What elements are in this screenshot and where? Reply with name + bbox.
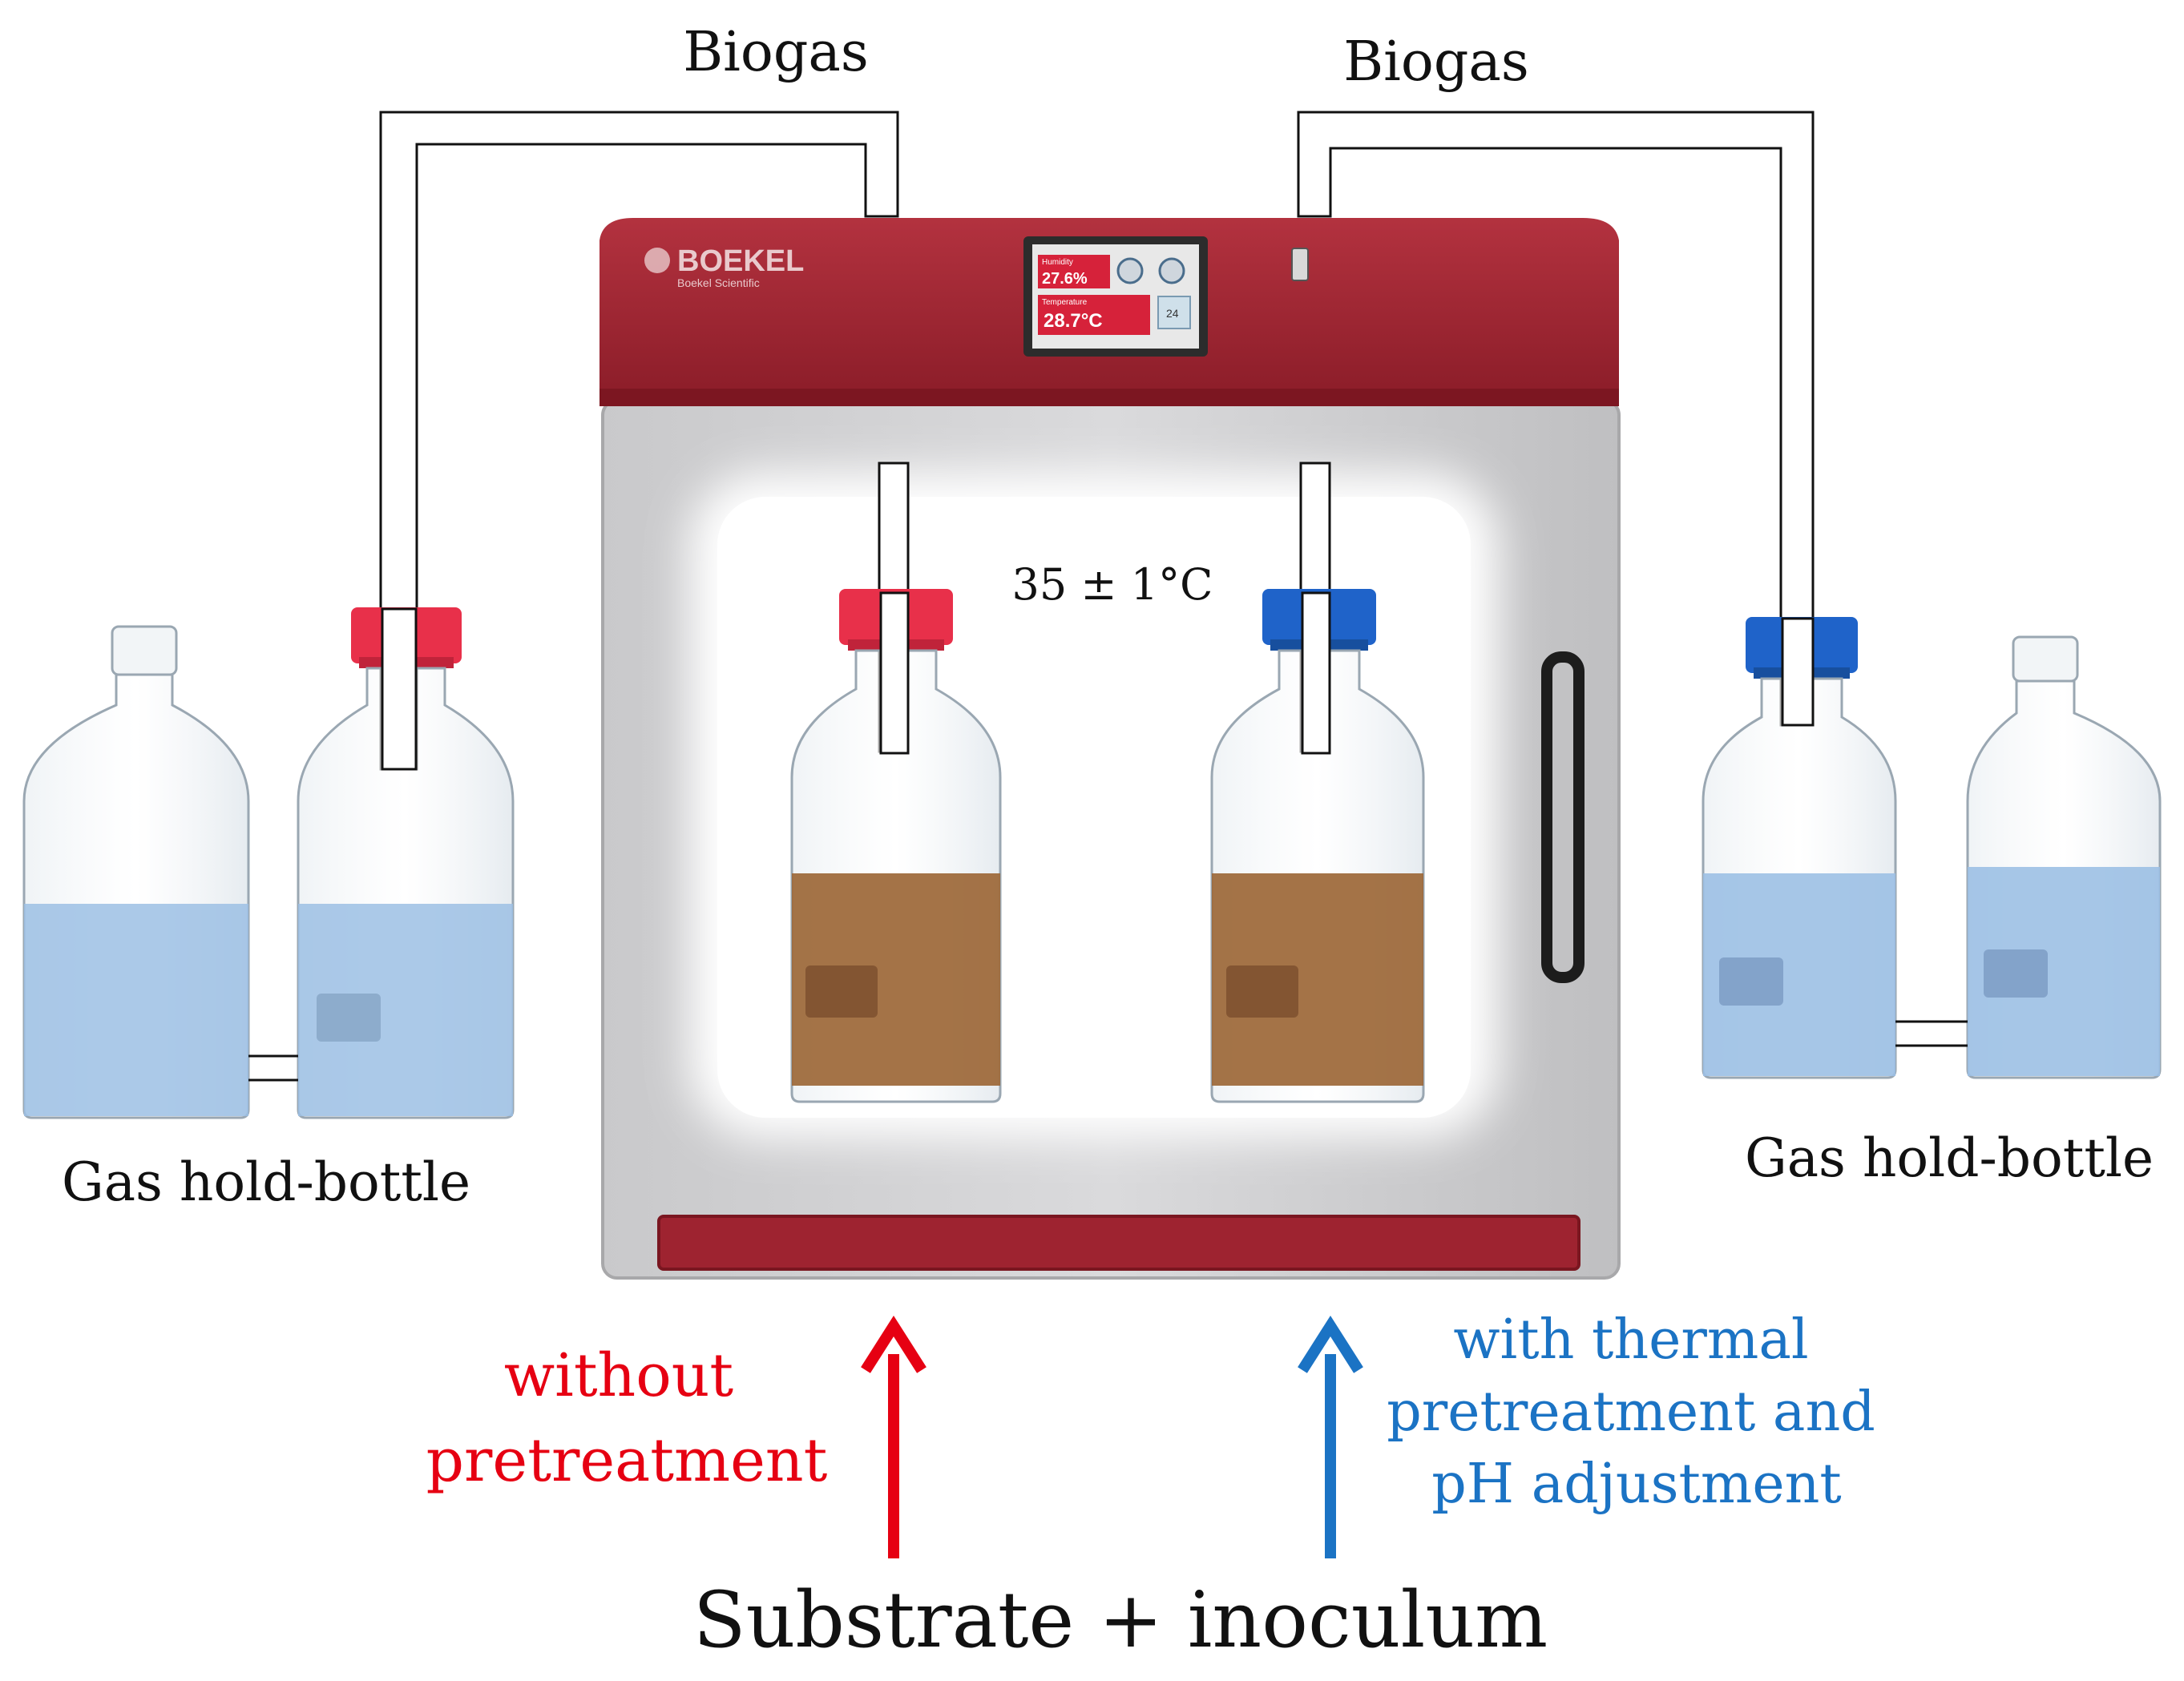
boekel-logo: BOEKEL Boekel Scientific bbox=[644, 244, 804, 289]
display-button-value: 24 bbox=[1166, 307, 1179, 320]
without-label-line2: pretreatment bbox=[426, 1426, 828, 1495]
with-label-line3: pH adjustment bbox=[1431, 1453, 1841, 1516]
display-settings-icon[interactable] bbox=[1116, 257, 1144, 284]
gas-hold-bottle-left bbox=[297, 607, 515, 1119]
reactor-bottle-with-pretreatment bbox=[1210, 589, 1425, 1103]
biogas-label-left: Biogas bbox=[683, 21, 869, 84]
connector-left bbox=[248, 1054, 298, 1082]
display-power-icon[interactable] bbox=[1158, 257, 1185, 284]
usb-port-icon bbox=[1291, 248, 1309, 281]
gas-hold-bottle-right-open bbox=[1966, 635, 2162, 1079]
biogas-label-right: Biogas bbox=[1343, 30, 1529, 94]
display-temperature-label: Temperature bbox=[1042, 298, 1088, 307]
incubator-display[interactable]: Humidity 27.6% Temperature 28.7°C 24 bbox=[1023, 236, 1208, 357]
arrow-red-up bbox=[861, 1315, 926, 1558]
with-label-line1: with thermal bbox=[1453, 1308, 1808, 1372]
arrow-blue-up bbox=[1298, 1315, 1363, 1558]
biogas-tube-left bbox=[379, 111, 899, 771]
brand-subtitle: Boekel Scientific bbox=[677, 276, 760, 289]
brand-name: BOEKEL bbox=[677, 244, 804, 278]
incubator-bottom-strip bbox=[659, 1216, 1579, 1269]
connector-right bbox=[1895, 1020, 1968, 1047]
display-humidity-label: Humidity bbox=[1042, 258, 1073, 267]
display-humidity-value: 27.6% bbox=[1042, 270, 1088, 288]
with-label-line2: pretreatment and bbox=[1387, 1381, 1875, 1444]
temperature-label: 35 ± 1°C bbox=[1012, 559, 1213, 610]
display-button[interactable] bbox=[1157, 296, 1191, 329]
gas-hold-label-left: Gas hold-bottle bbox=[62, 1151, 470, 1213]
reactor-bottle-without-pretreatment bbox=[790, 589, 1002, 1103]
display-temperature-value: 28.7°C bbox=[1044, 310, 1103, 332]
gas-hold-bottle-left-open bbox=[22, 625, 250, 1119]
incubator: BOEKEL Boekel Scientific Humidity 27.6% … bbox=[599, 218, 1621, 1280]
door-handle[interactable] bbox=[1541, 651, 1585, 983]
gas-hold-label-right: Gas hold-bottle bbox=[1745, 1127, 2154, 1189]
substrate-label: Substrate + inoculum bbox=[693, 1575, 1548, 1665]
without-label-line1: without bbox=[504, 1341, 734, 1410]
